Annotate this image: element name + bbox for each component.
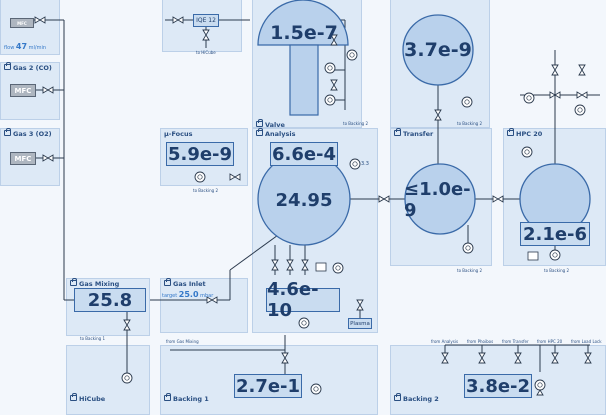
mfc-gas1[interactable]: MFC — [10, 18, 34, 28]
hpc20-reading: 2.1e-6 — [520, 222, 590, 246]
panel-title: Backing 1 — [173, 395, 209, 403]
analysis-small-value: 3.3 — [361, 161, 369, 167]
gas-inlet-reading: 4.6e-10 — [266, 279, 340, 321]
label-to-backing-2: to Backing 2 — [193, 188, 218, 193]
lock-icon — [507, 128, 514, 136]
panel-title: Gas Mixing — [79, 280, 120, 288]
panel-title: HiCube — [79, 395, 106, 403]
label-to-backing-2: to Backing 2 — [457, 268, 482, 273]
panel-hicube: HiCube — [66, 345, 150, 415]
label-to-backing-2: to Backing 2 — [457, 121, 482, 126]
label-from-gas-mixing: from Gas Mixing — [166, 339, 199, 344]
label-from-hpc-20: from HPC 20 — [537, 339, 563, 344]
lock-icon — [70, 393, 77, 401]
load-lock-reading: 3.7e-9 — [404, 39, 472, 61]
label-to-backing-2: to Backing 2 — [343, 121, 368, 126]
backing2-reading: 3.8e-2 — [464, 374, 532, 398]
lock-icon — [394, 393, 401, 401]
mu-focus-reading: 5.9e-9 — [166, 142, 234, 166]
backing1-reading: 2.7e-1 — [234, 374, 302, 398]
analysis-main-reading: 24.95 — [275, 189, 333, 211]
plasma-button[interactable]: Plasma — [348, 318, 372, 329]
analysis-top-reading: 6.6e-4 — [270, 142, 338, 166]
valve-chamber-stem — [289, 44, 319, 116]
panel-title: Gas Inlet — [173, 280, 206, 288]
valve-chamber-dome — [257, 0, 349, 46]
panel-title: Gas 3 (O2) — [13, 130, 52, 138]
panel-title: Transfer — [403, 130, 434, 138]
gas-mixing-reading: 25.8 — [74, 288, 146, 312]
panel-title: Gas 2 (CO) — [13, 64, 52, 72]
mfc-gas2[interactable]: MFC — [10, 84, 36, 97]
transfer-chamber — [404, 163, 476, 235]
label-from-analysis: from Analysis — [431, 339, 459, 344]
panel-title: Backing 2 — [403, 395, 439, 403]
label-to-hicube: to HiCube — [196, 50, 216, 55]
label-from-load-lock: from Load Lock — [571, 339, 602, 344]
panel-title: μ-Focus — [164, 130, 193, 138]
mfc-gas3[interactable]: MFC — [10, 152, 36, 165]
panel-title: Valve — [265, 121, 285, 129]
valve-chamber-reading: 1.5e-7 — [270, 22, 338, 44]
gas-inlet-flow: target 25.0 mbar — [162, 290, 214, 299]
panel-gas-inlet: Gas Inlet — [160, 278, 248, 333]
gas1-flow: flow 47 ml/min — [4, 42, 47, 51]
label-from-transfer: from Transfer — [502, 339, 529, 344]
label-from-phoibos: from Phoibos — [467, 339, 494, 344]
panel-title: HPC 20 — [516, 130, 543, 138]
label-to-backing-1: to Backing 1 — [80, 336, 105, 341]
lock-icon — [4, 128, 11, 136]
lock-icon — [164, 393, 171, 401]
lock-icon — [256, 128, 263, 136]
panel-title: Analysis — [265, 130, 296, 138]
transfer-reading: ≤1.0e-9 — [404, 179, 471, 221]
lock-icon — [70, 278, 77, 286]
pipe-network — [30, 0, 600, 396]
load-lock-chamber — [402, 14, 474, 86]
lock-icon — [164, 278, 171, 286]
label-to-backing-2: to Backing 2 — [544, 268, 569, 273]
lock-icon — [256, 119, 263, 127]
lock-icon — [4, 62, 11, 70]
iqe-button[interactable]: IQE 12 — [193, 14, 219, 27]
lock-icon — [394, 128, 401, 136]
